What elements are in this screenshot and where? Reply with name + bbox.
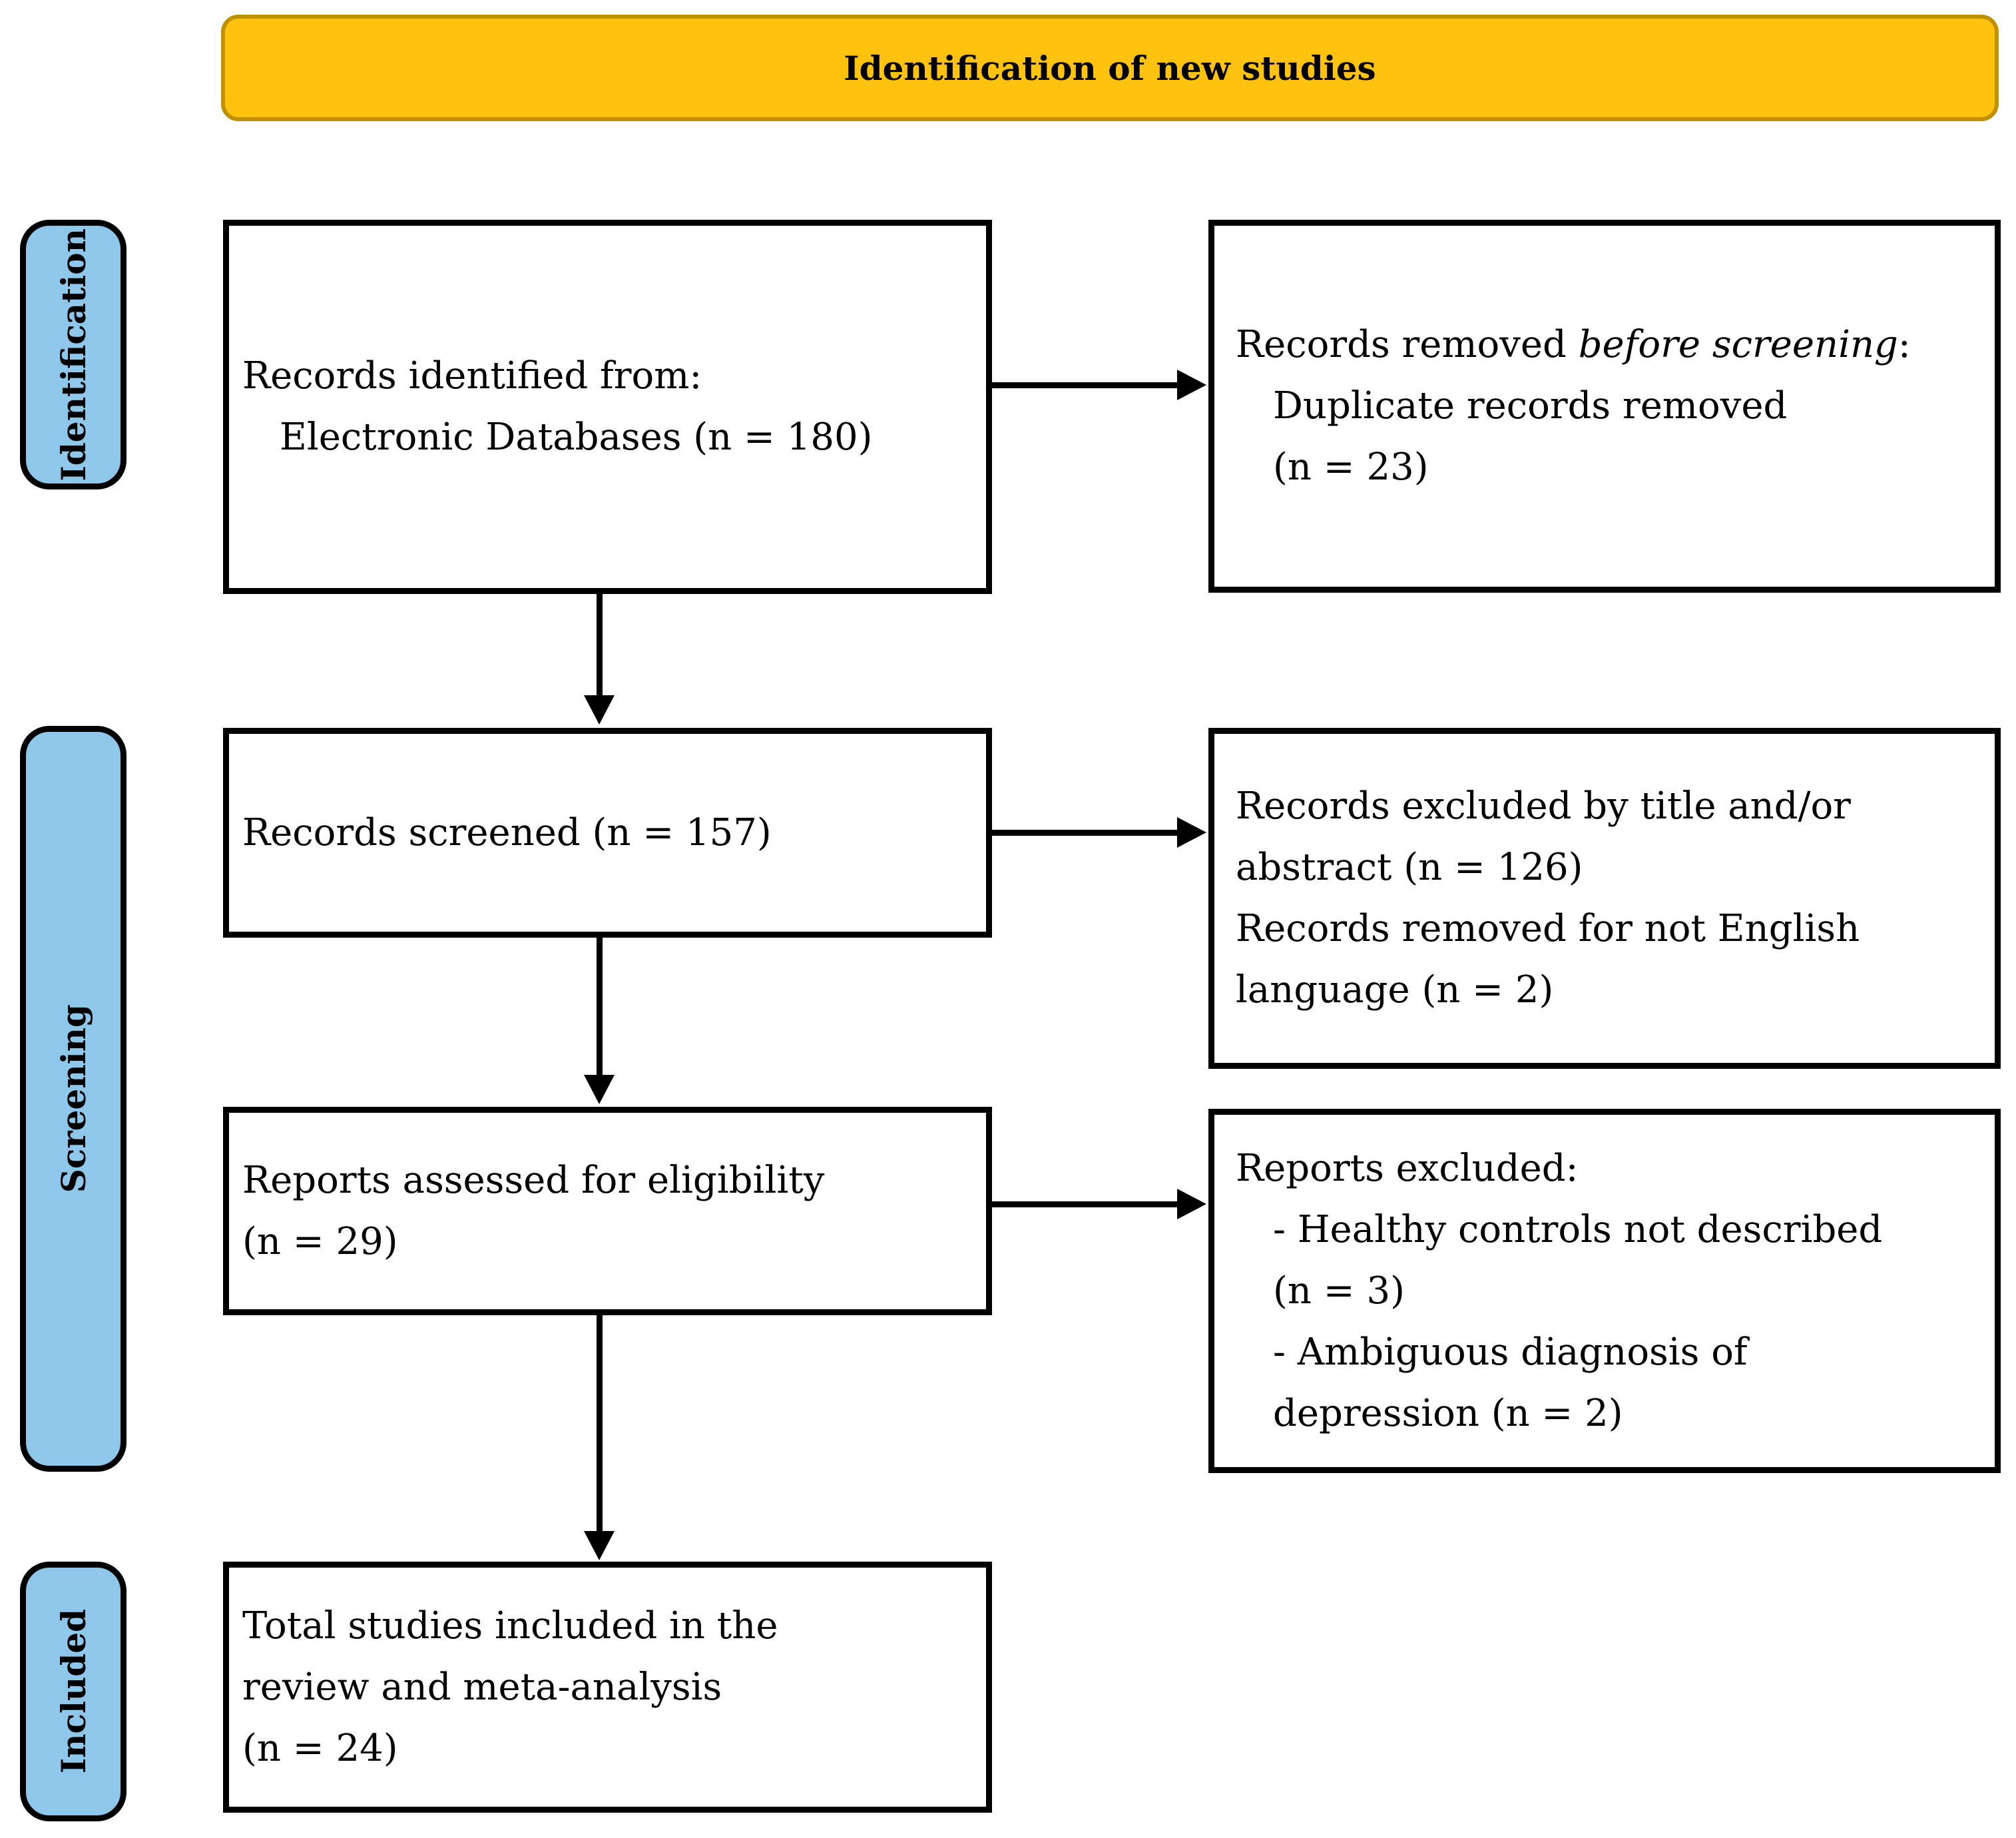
box-records-screened: Records screened (n = 157) <box>223 728 992 938</box>
box-text-line: Electronic Databases (n = 180) <box>280 416 873 459</box>
box-text-line: Duplicate records removed <box>1273 384 1788 428</box>
box-text-line: abstract (n = 126) <box>1236 846 1583 889</box>
stage-label-identification: Identification <box>20 220 126 489</box>
box-text-line: Records removed before screening: <box>1236 314 1988 376</box>
box-total-included: Total studies included in the review and… <box>223 1562 992 1813</box>
box-text-line: - Healthy controls not described <box>1273 1207 1883 1251</box>
arrow-head-right-icon <box>1177 1189 1206 1219</box>
box-text-line: (n = 24) <box>242 1726 398 1770</box>
diagram-title-banner: Identification of new studies <box>221 15 1999 121</box>
box-text-line: depression (n = 2) <box>1273 1391 1623 1435</box>
arrow-line <box>597 936 603 1076</box>
text-segment-italic: before screening <box>1578 323 1898 366</box>
text-segment: Records removed <box>1236 323 1579 366</box>
box-text-line: (n = 23) <box>1273 446 1429 489</box>
arrow-line <box>597 593 603 697</box>
arrow-head-right-icon <box>1177 817 1206 848</box>
arrow-line <box>991 382 1178 388</box>
diagram-title: Identification of new studies <box>844 48 1376 88</box>
arrow-line <box>991 830 1178 836</box>
arrow-head-right-icon <box>1177 370 1206 400</box>
box-text-line: Records screened (n = 157) <box>242 810 772 854</box>
stage-label-text: Identification <box>53 228 93 481</box>
box-text-line: Records identified from: <box>242 354 702 398</box>
box-text-line: (n = 29) <box>242 1219 398 1263</box>
stage-label-included: Included <box>20 1562 126 1821</box>
box-text-line: language (n = 2) <box>1236 968 1554 1012</box>
stage-label-text: Screening <box>53 1004 93 1193</box>
stage-label-text: Included <box>53 1609 93 1774</box>
box-text-line: Records excluded by title and/or <box>1236 784 1851 828</box>
box-text-line: Records removed for not English <box>1236 907 1860 950</box>
box-text-line: Total studies included in the <box>242 1604 778 1648</box>
box-text-line: review and meta-analysis <box>242 1665 722 1709</box>
box-records-excluded: Records excluded by title and/or abstrac… <box>1208 728 2001 1069</box>
box-records-identified: Records identified from: Electronic Data… <box>223 220 992 594</box>
arrow-head-down-icon <box>584 695 615 725</box>
box-text-line: (n = 3) <box>1273 1269 1405 1313</box>
arrow-line <box>597 1314 603 1532</box>
box-reports-assessed: Reports assessed for eligibility (n = 29… <box>223 1107 992 1315</box>
box-text-line: - Ambiguous diagnosis of <box>1273 1330 1748 1374</box>
box-records-removed-before-screening: Records removed before screening: Duplic… <box>1208 220 2001 593</box>
box-reports-excluded: Reports excluded: - Healthy controls not… <box>1208 1109 2001 1473</box>
stage-label-screening: Screening <box>20 726 126 1472</box>
box-text-line: Reports assessed for eligibility <box>242 1158 825 1202</box>
arrow-head-down-icon <box>584 1531 615 1560</box>
arrow-line <box>991 1201 1178 1207</box>
box-text-line: Reports excluded: <box>1236 1146 1579 1190</box>
arrow-head-down-icon <box>584 1075 615 1104</box>
text-segment: : <box>1897 323 1911 366</box>
